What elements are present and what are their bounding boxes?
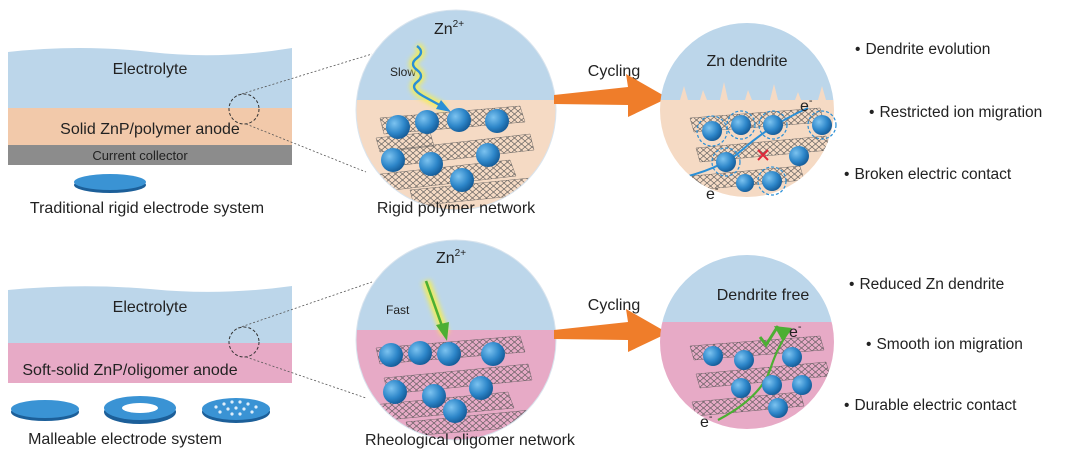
fast-ion-path-arrow [421,279,450,341]
broken-contact-x-icon [757,149,769,161]
slow-ion-path-arrow [409,42,451,112]
top-zoom-line-upper [237,53,373,96]
bottom-zn-particles [379,341,505,423]
malleable-porous-icon [202,398,270,423]
top-anode-layer [8,108,292,145]
top-ion-label: Zn2+ [434,19,464,38]
top-point-3: •Broken electric contact [844,166,1012,183]
top-cycling-label: Cycling [588,63,640,80]
top-dendrite-particles [702,115,832,192]
bottom-electron-upper: e- [789,321,802,341]
bottom-cycling-label: Cycling [588,297,640,314]
bottom-dendrite-free-circle: Dendrite free e- e- [660,255,834,431]
bottom-ion-label: Zn2+ [436,248,466,267]
bottom-anode-layer [8,343,292,383]
bottom-zoom-circle [228,326,260,358]
top-electrode-block: Electrolyte Solid ZnP/polymer anode Curr… [8,48,373,173]
bottom-point-3: •Durable electric contact [844,397,1017,414]
malleable-disk-icon [11,400,79,421]
bottom-fast-label: Fast [386,303,410,317]
top-zn-particles [381,108,509,192]
bottom-electrolyte-label: Electrolyte [113,299,188,316]
bottom-oligomer-circle: Zn2+ Fast [355,239,557,441]
top-system-label: Traditional rigid electrode system [30,200,264,217]
top-zoom-circle [228,93,260,125]
top-collector-layer [8,145,292,165]
bottom-result-title: Dendrite free [717,287,810,304]
bottom-network-label: Rheological oligomer network [365,432,576,449]
malleable-ring-icon [104,396,176,424]
rigid-disk-icon [74,174,146,193]
bottom-electrode-block: Electrolyte Soft-solid ZnP/oligomer anod… [8,281,373,399]
bottom-cycling-arrow [554,309,668,352]
top-electrolyte-label: Electrolyte [113,61,188,78]
bottom-point-1: •Reduced Zn dendrite [849,276,1004,293]
top-electron-lower: e- [706,183,719,203]
top-zoom-line-lower [245,123,367,173]
bottom-anode-label: Soft-solid ZnP/oligomer anode [22,362,237,379]
top-slow-label: Slow [390,65,416,79]
top-polymer-circle: Zn2+ Slow [355,9,557,211]
top-dendrite-circle: Zn dendrite e- e- [660,23,837,203]
smooth-migration-check-icon [758,325,780,348]
top-point-1: •Dendrite evolution [855,41,990,58]
top-electrolyte-layer [8,48,292,108]
top-network-label: Rigid polymer network [377,200,536,217]
top-anode-label: Solid ZnP/polymer anode [60,121,240,138]
top-collector-label: Current collector [92,148,188,163]
bottom-electron-lower: e- [700,411,713,431]
bottom-point-2: •Smooth ion migration [866,336,1023,353]
top-point-2: •Restricted ion migration [869,104,1042,121]
top-result-title: Zn dendrite [707,53,788,70]
bottom-electrolyte-layer [8,286,292,343]
top-cycling-arrow [554,74,668,117]
top-electron-upper: e- [800,95,813,115]
bottom-zoom-line-lower [245,356,367,399]
bottom-dendrite-free-particles [703,346,812,418]
bottom-system-label: Malleable electrode system [28,431,222,448]
